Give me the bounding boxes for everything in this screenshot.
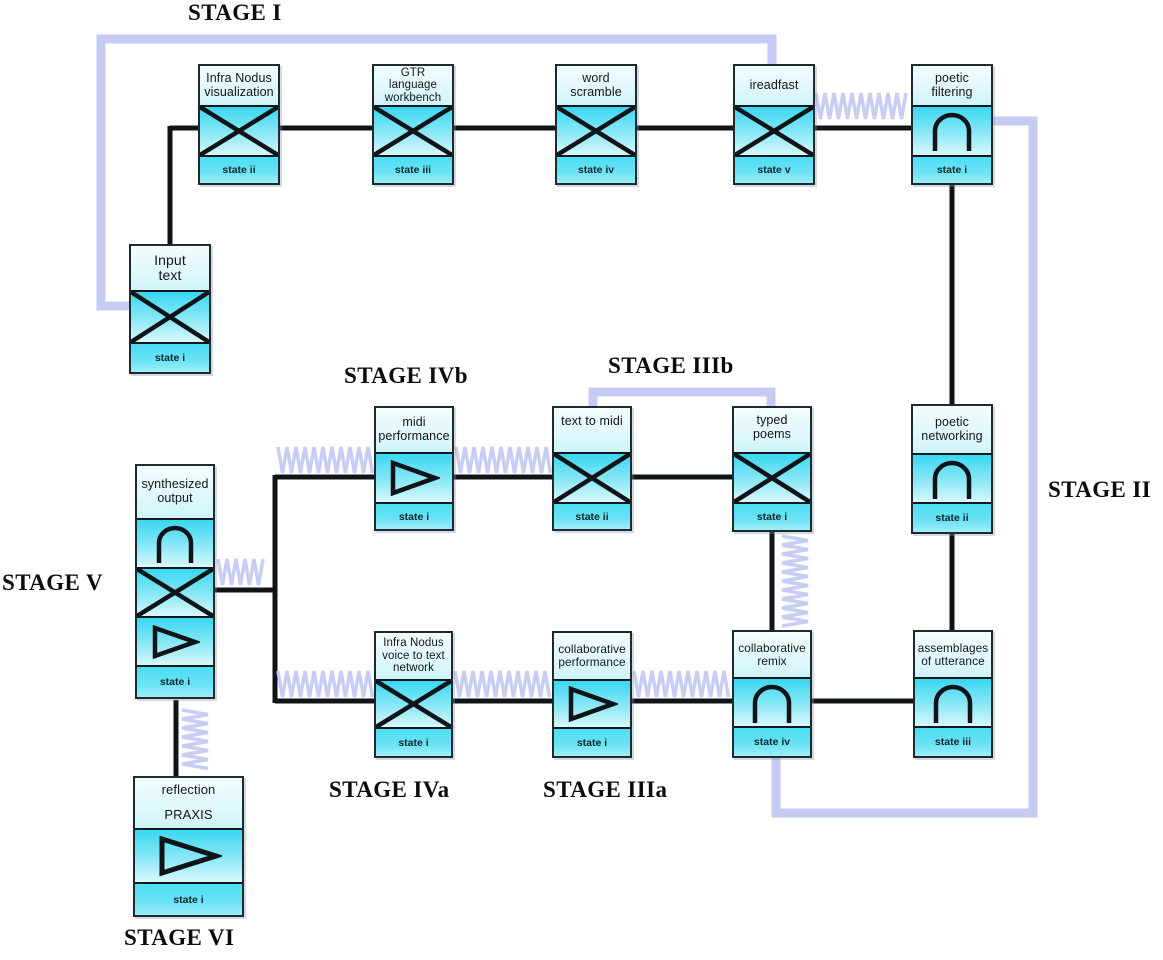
node-label: word scramble: [557, 66, 635, 105]
node-state: state iii: [374, 155, 452, 183]
node-state: state i: [376, 727, 451, 756]
play-triangle-icon: [135, 828, 242, 882]
stage-ii-label: STAGE II: [1048, 477, 1152, 502]
arch-icon: [137, 518, 213, 567]
play-triangle-icon: [137, 616, 213, 665]
node-label: poetic filtering: [913, 66, 991, 105]
node-state: state iv: [734, 726, 810, 756]
node-label: reflection PRAXIS: [135, 778, 242, 828]
node-label: ireadfast: [735, 66, 813, 105]
zigzag-ireadfast-poetic-filtering: [814, 92, 908, 120]
node-state: state i: [137, 665, 213, 697]
node-poetic-filtering: poetic filtering state i: [911, 64, 993, 185]
node-state: state ii: [913, 502, 991, 532]
stage-vi-label: STAGE VI: [124, 925, 235, 950]
crossed-lines-icon: [554, 452, 630, 502]
node-label: Input text: [131, 246, 209, 290]
node-state: state i: [135, 882, 242, 915]
node-collaborative-performance: collaborative performance state i: [552, 631, 632, 758]
stage-iiia-label: STAGE IIIa: [543, 777, 668, 802]
zigzag-voice-collab-performance: [453, 670, 552, 698]
node-state: state ii: [200, 155, 278, 183]
node-ireadfast: ireadfast state v: [733, 64, 815, 185]
node-label: midi performance: [376, 408, 452, 452]
crossed-lines-icon: [131, 290, 209, 342]
node-label: collaborative performance: [554, 633, 630, 679]
arch-icon: [913, 453, 991, 502]
stage-iiib-label: STAGE IIIb: [608, 353, 734, 378]
node-assemblages-of-utterance: assemblages of utterance state iii: [913, 630, 993, 758]
node-label: text to midi: [554, 408, 630, 452]
crossed-lines-icon: [557, 105, 635, 155]
stage-ivb-label: STAGE IVb: [344, 363, 468, 388]
node-reflection-praxis: reflection PRAXIS state i: [133, 776, 244, 917]
crossed-lines-icon: [734, 452, 810, 502]
node-typed-poems: typed poems state i: [732, 406, 812, 532]
crossed-lines-icon: [376, 679, 451, 727]
node-state: state i: [131, 342, 209, 372]
crossed-lines-icon: [137, 567, 213, 616]
stage-i-label: STAGE I: [188, 0, 282, 25]
node-label: Infra Nodus visualization: [200, 66, 278, 105]
crossed-lines-icon: [735, 105, 813, 155]
stage-iiib-bracket-route: [588, 387, 776, 408]
stage-i-feedback-route: [96, 34, 777, 311]
stage-iva-label: STAGE IVa: [329, 777, 450, 802]
zigzag-performance-collab-remix: [632, 670, 731, 698]
play-triangle-icon: [554, 679, 630, 727]
zigzag-midi-text-to-midi: [454, 446, 553, 474]
zigzag-branch-voice-to-text: [276, 670, 375, 698]
node-state: state i: [913, 155, 991, 183]
node-infra-nodus-visualization: Infra Nodus visualization state ii: [198, 64, 280, 185]
node-label: typed poems: [734, 408, 810, 452]
arch-icon: [915, 677, 991, 726]
node-state: state v: [735, 155, 813, 183]
stage-ii-feedback-route: [771, 116, 1038, 818]
zigzag-branch-midi-performance: [276, 446, 375, 474]
node-state: state iv: [557, 155, 635, 183]
node-label: Infra Nodus voice to text network: [376, 633, 451, 679]
node-synthesized-output: synthesized output state i: [135, 464, 215, 699]
stage-v-label: STAGE V: [2, 570, 104, 595]
node-word-scramble: word scramble state iv: [555, 64, 637, 185]
node-state: state i: [376, 502, 452, 529]
crossed-lines-icon: [374, 105, 452, 155]
node-poetic-networking: poetic networking state ii: [911, 404, 993, 534]
play-triangle-icon: [376, 452, 452, 502]
node-collaborative-remix: collaborative remix state iv: [732, 630, 812, 758]
node-state: state ii: [554, 502, 630, 529]
node-state: state iii: [915, 726, 991, 756]
node-label: synthesized output: [137, 466, 213, 518]
node-label: GTR language workbench: [374, 66, 452, 105]
crossed-lines-icon: [200, 105, 278, 155]
zigzag-synth-reflection: [181, 708, 209, 771]
node-state: state i: [554, 727, 630, 756]
node-label: collaborative remix: [734, 632, 810, 677]
node-text-to-midi: text to midi state ii: [552, 406, 632, 531]
node-state: state i: [734, 502, 810, 530]
node-input-text: Input text state i: [129, 244, 211, 374]
node-label: poetic networking: [913, 406, 991, 453]
arch-icon: [913, 105, 991, 155]
zigzag-typed-poems-collab-remix: [781, 534, 809, 628]
node-midi-performance: midi performance state i: [374, 406, 454, 531]
node-infra-nodus-voice-to-text: Infra Nodus voice to text network state …: [374, 631, 453, 758]
node-label: assemblages of utterance: [915, 632, 991, 677]
arch-icon: [734, 677, 810, 726]
node-gtr-language-workbench: GTR language workbench state iii: [372, 64, 454, 185]
zigzag-synth-output-stem: [216, 558, 265, 586]
